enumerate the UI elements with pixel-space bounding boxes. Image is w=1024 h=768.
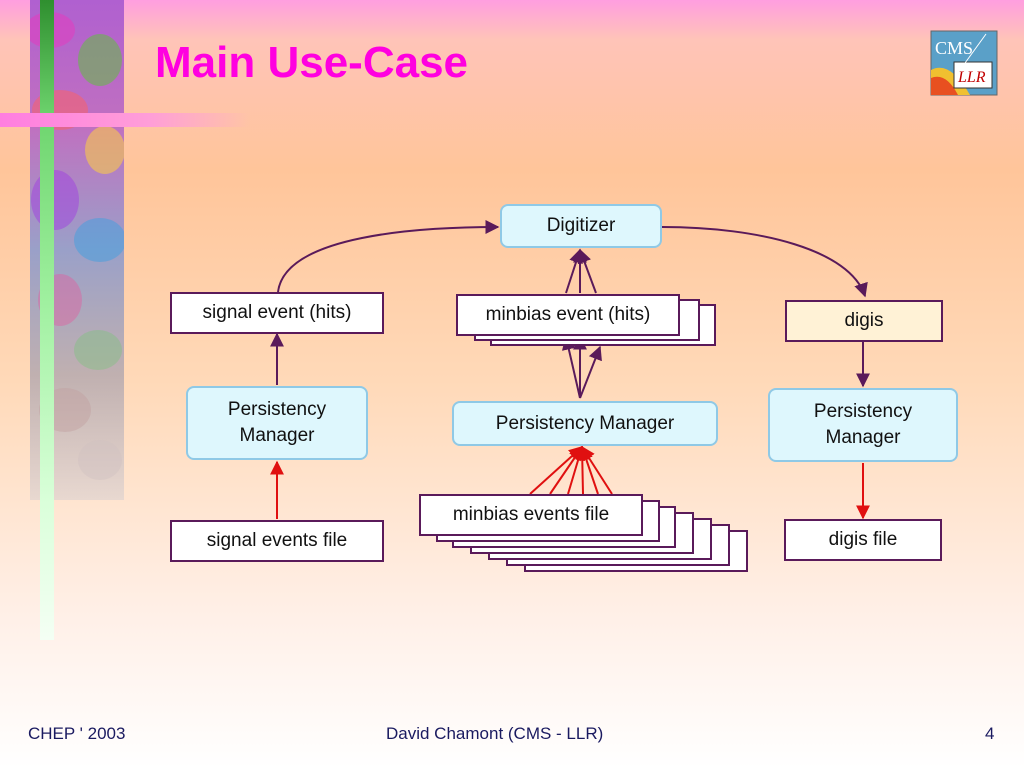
persistency-manager-left-line1: Persistency: [227, 399, 327, 421]
digis-label: digis: [844, 310, 884, 332]
logo-text-cms: CMS: [935, 38, 973, 58]
arrow-pm-to-minbias: [579, 345, 602, 399]
digis-box: digis: [785, 300, 943, 342]
arrow-minbias-to-digitizer: [565, 248, 583, 294]
minbias-events-file-label: minbias events file: [452, 504, 610, 526]
logo-text-llr: LLR: [957, 69, 986, 86]
arrow-signal-to-digitizer: [277, 220, 500, 293]
footer-author: David Chamont (CMS - LLR): [386, 724, 604, 743]
persistency-manager-left: Persistency Manager: [186, 386, 368, 460]
arrow-minbias-files-to-pm: [579, 445, 599, 495]
persistency-manager-right-line1: Persistency: [813, 401, 913, 423]
pink-accent-bar: [0, 113, 250, 127]
digitizer-box: Digitizer: [500, 204, 662, 248]
cms-llr-logo: CMS LLR: [930, 30, 998, 96]
footer-conference: CHEP ' 2003: [28, 724, 126, 743]
arrow-minbias-files-to-pm: [575, 445, 590, 495]
green-accent-bar: [40, 0, 54, 640]
signal-event-label: signal event (hits): [202, 302, 352, 324]
minbias-event-box: minbias event (hits): [456, 294, 680, 336]
persistency-manager-right-line2: Manager: [825, 427, 901, 448]
persistency-manager-center-label: Persistency Manager: [495, 412, 675, 434]
persistency-manager-right: Persistency Manager: [768, 388, 958, 462]
arrow-digitizer-to-digis: [661, 226, 868, 298]
digitizer-label: Digitizer: [546, 215, 616, 237]
minbias-event-label: minbias event (hits): [485, 304, 651, 326]
signal-events-file-box: signal events file: [170, 520, 384, 562]
persistency-manager-left-line2: Manager: [239, 425, 315, 446]
signal-event-box: signal event (hits): [170, 292, 384, 334]
arrow-minbias-files-to-pm: [581, 445, 613, 495]
arrow-minbias-to-digitizer: [577, 248, 597, 294]
slide-title: Main Use-Case: [155, 38, 469, 87]
signal-events-file-label: signal events file: [206, 530, 348, 552]
digis-file-label: digis file: [828, 529, 898, 551]
footer-page-number: 4: [985, 724, 995, 743]
arrow-pm-to-minbias: [561, 335, 581, 399]
minbias-events-file-box: minbias events file: [419, 494, 643, 536]
persistency-manager-center: Persistency Manager: [452, 401, 718, 446]
digis-file-box: digis file: [784, 519, 942, 561]
